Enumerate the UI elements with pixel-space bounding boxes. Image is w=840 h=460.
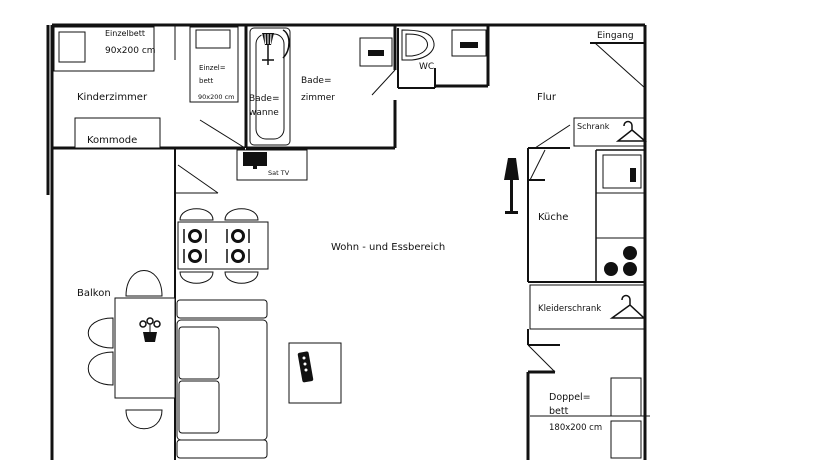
einzelbett-2-label-a: Einzel=: [199, 64, 226, 72]
flur-label: Flur: [537, 92, 557, 103]
einzelbett-2-size: 90x200 cm: [198, 93, 235, 101]
flur-room: [527, 42, 646, 180]
kleiderschrank: [527, 284, 645, 373]
outer-walls: [46, 23, 647, 460]
badezimmer-label-a: Bade=: [301, 76, 331, 86]
einzelbett-2-label-b: bett: [199, 77, 213, 85]
eingang-label: Eingang: [597, 31, 634, 41]
badewanne: [249, 27, 291, 146]
room-labels: Einzelbett 90x200 cm Einzel= bett 90x200…: [77, 29, 634, 433]
einzelbett-1-label: Einzelbett: [105, 29, 145, 38]
badezimmer-label-b: zimmer: [301, 93, 335, 103]
sofa: [176, 299, 268, 459]
schrank-label: Schrank: [577, 122, 610, 131]
hanger-icon: [609, 294, 646, 319]
kinderzimmer-label: Kinderzimmer: [77, 92, 148, 103]
remote-icon: [297, 351, 314, 383]
shower-icon: [261, 29, 290, 65]
kommode-label: Kommode: [87, 135, 137, 146]
doppelbett-label-b: bett: [549, 406, 569, 417]
place-setting-icon: [183, 229, 250, 263]
toilet-icon: [401, 29, 435, 61]
einzelbett-2: [189, 26, 239, 103]
tv-icon: [243, 152, 267, 169]
kleiderschrank-label: Kleiderschrank: [538, 304, 601, 314]
kitchen-sink-icon: [602, 154, 642, 189]
hanger-icon: [615, 120, 648, 142]
dining-table: [177, 208, 269, 284]
plant-icon: [139, 317, 161, 342]
badewanne-label-b: wanne: [249, 108, 279, 118]
einzelbett-1: [53, 26, 155, 72]
wc-room: [397, 25, 490, 89]
kueche-label: Küche: [538, 212, 568, 223]
stove-icon: [604, 246, 637, 276]
badewanne-label-a: Bade=: [249, 94, 279, 104]
schlafzimmer-room: [526, 370, 555, 460]
doppelbett: [530, 377, 650, 459]
einzelbett-1-size: 90x200 cm: [105, 46, 156, 56]
wc-label: WC: [419, 62, 434, 72]
kueche-room: [527, 149, 645, 283]
sink-icon: [359, 37, 393, 67]
wohnbereich-label: Wohn - und Essbereich: [331, 242, 445, 253]
doppelbett-label-a: Doppel=: [549, 392, 591, 403]
doppelbett-size: 180x200 cm: [549, 423, 602, 433]
balkon-label: Balkon: [77, 288, 111, 299]
wc-sink-icon: [451, 29, 487, 57]
sat-tv-label: Sat TV: [268, 169, 290, 177]
kommode: [74, 117, 161, 149]
coffee-table: [288, 342, 342, 404]
balkon-table: [87, 270, 176, 430]
floor-lamp-icon: [504, 158, 519, 214]
badezimmer-room: [244, 25, 397, 150]
